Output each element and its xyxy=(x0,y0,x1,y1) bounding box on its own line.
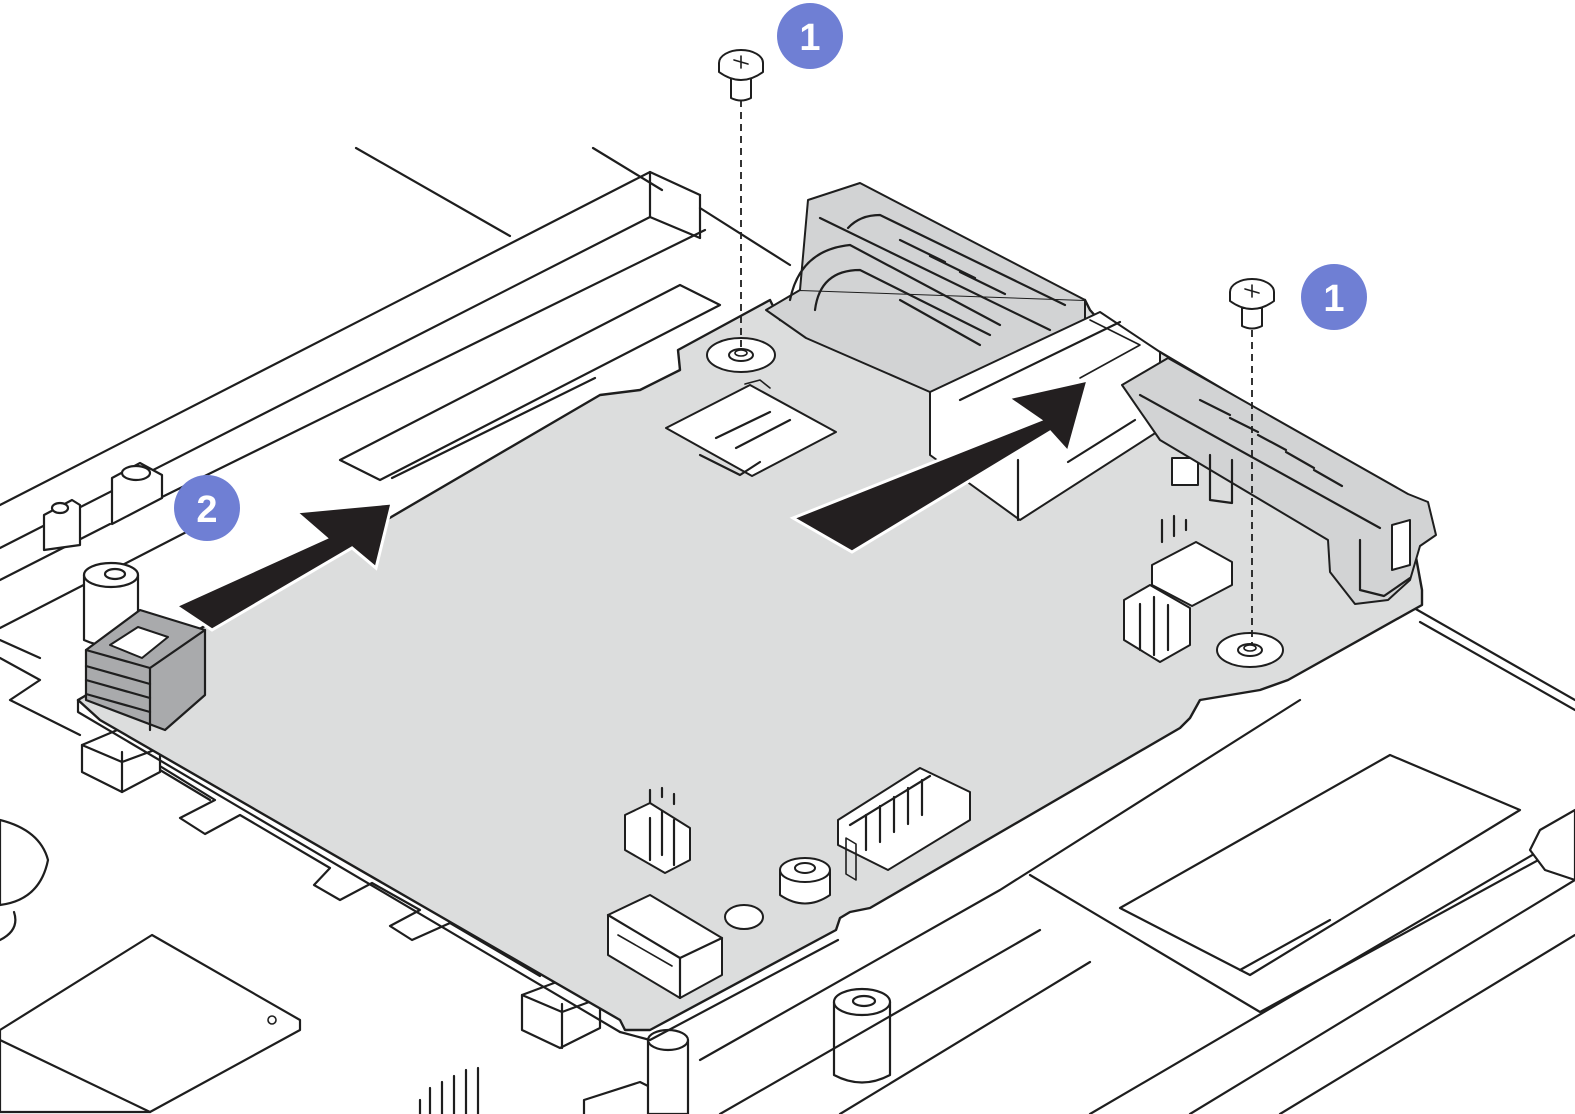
pin-header-small xyxy=(624,786,691,874)
direction-arrow-icon xyxy=(789,377,1091,554)
screw-hole-right xyxy=(1216,632,1284,668)
board-standoff xyxy=(779,857,831,905)
pin-header-large xyxy=(837,767,971,881)
pin-header-right xyxy=(1123,514,1233,663)
direction-arrow-icon xyxy=(172,501,394,632)
release-latch xyxy=(84,608,207,732)
io-board xyxy=(76,298,1424,1042)
callout-2: 2 xyxy=(174,475,240,541)
board-connector xyxy=(606,894,724,1000)
screw-hole-left xyxy=(706,337,776,373)
screw-icon xyxy=(718,49,764,350)
sd-card-slot xyxy=(665,379,837,477)
callout-number: 1 xyxy=(799,17,820,59)
callout-1-right: 1 xyxy=(1301,264,1367,330)
callout-number: 1 xyxy=(1323,278,1344,320)
callout-number: 2 xyxy=(196,489,217,531)
callout-1-left: 1 xyxy=(777,3,843,69)
screw-icon xyxy=(1229,278,1275,645)
